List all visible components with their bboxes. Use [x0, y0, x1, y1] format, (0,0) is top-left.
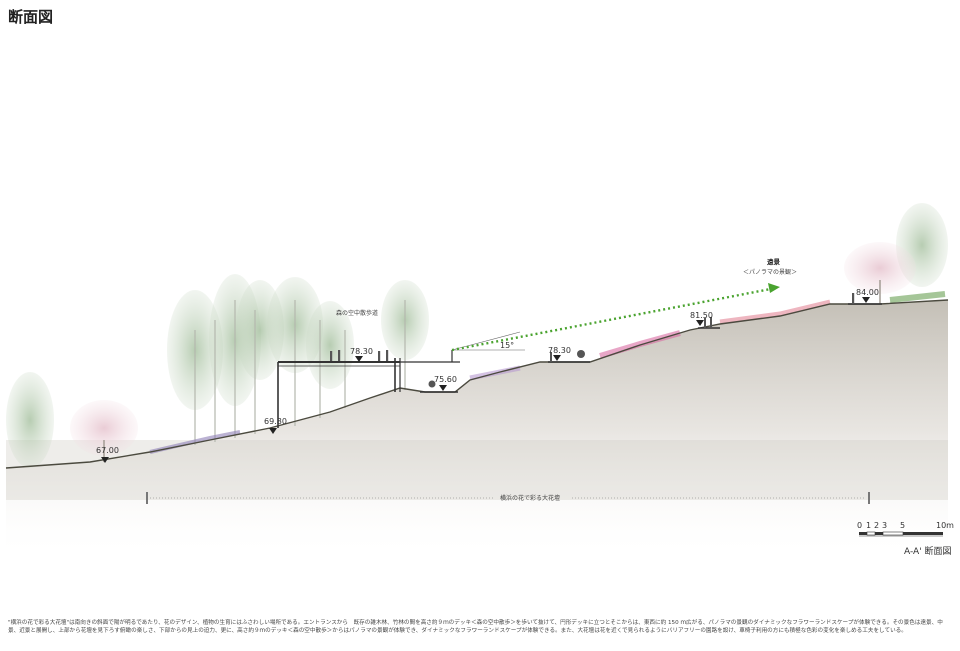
- section-name: A-A' 断面図: [904, 547, 952, 557]
- svg-text:1: 1: [866, 521, 871, 530]
- flowerbed-label: 横浜の花で彩る大花壇: [500, 494, 560, 502]
- walkway-label: 森の空中散歩道: [336, 309, 378, 317]
- blossom-trees: [70, 242, 916, 462]
- elevation-marker-icon: [269, 428, 277, 434]
- elevation-marker-icon: [439, 385, 447, 391]
- elevation-marker-icon: [696, 320, 704, 326]
- elevation-label: 84.00: [856, 288, 879, 297]
- elevation-label: 69.80: [264, 417, 287, 426]
- people: [330, 293, 855, 388]
- scale-bar: 0 1 2 3 5 10m: [857, 521, 954, 537]
- elevation-marker-icon: [862, 297, 870, 303]
- svg-text:0: 0: [857, 521, 862, 530]
- sightline-arrowhead: [768, 283, 780, 293]
- elevation-markers: 67.00 69.80 78.30 75.60 78.30 81.50 84.0…: [96, 288, 879, 463]
- aerial-walkway-deck: [277, 303, 882, 428]
- flowerbed-extent: 横浜の花で彩る大花壇: [146, 492, 870, 504]
- elevation-label: 67.00: [96, 446, 119, 455]
- panorama-label: ＜パノラマの景観＞: [743, 268, 797, 276]
- svg-text:10m: 10m: [936, 521, 954, 530]
- description-text: "横浜の花で彩る大花壇"は南向きの斜面で陽が明るであたり、花のデザイン、植物の生…: [8, 620, 943, 634]
- angle-label: 15°: [500, 341, 514, 350]
- svg-text:2: 2: [874, 521, 879, 530]
- soil-mass: [6, 300, 948, 560]
- elevation-marker-icon: [101, 457, 109, 463]
- forest-trees: [6, 203, 948, 468]
- elevation-label: 78.30: [350, 347, 373, 356]
- soil-lower-fade: [6, 440, 948, 500]
- elevation-marker-icon: [355, 356, 363, 362]
- svg-text:3: 3: [882, 521, 887, 530]
- svg-text:5: 5: [900, 521, 905, 530]
- view-label: 遠景: [767, 257, 781, 266]
- ground-line: [5, 299, 949, 469]
- elevation-label: 81.50: [690, 311, 713, 320]
- page-title: 断面図: [8, 8, 54, 26]
- elevation-label: 78.30: [548, 346, 571, 355]
- elevation-marker-icon: [553, 355, 561, 361]
- elevation-label: 75.60: [434, 375, 457, 384]
